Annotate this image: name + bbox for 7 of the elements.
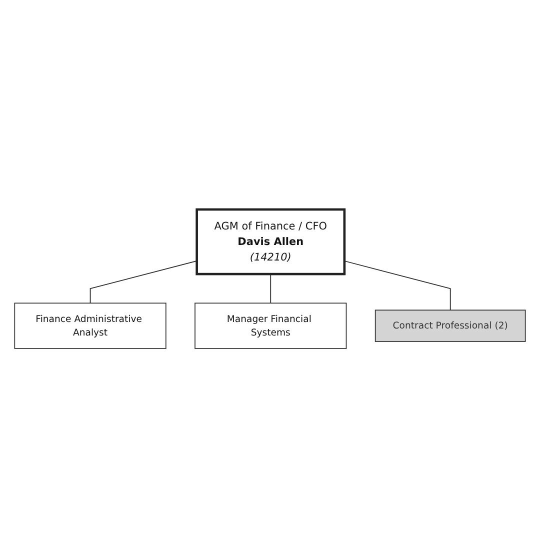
node-box: Contract Professional (2)	[374, 310, 526, 342]
connector	[344, 260, 451, 311]
connector	[270, 274, 272, 304]
node-box: Manager Financial Systems	[194, 302, 347, 349]
node-box: Finance Administrative Analyst	[14, 302, 166, 349]
connector	[90, 260, 198, 304]
node-box: AGM of Finance / CFO Davis Allen (14210)	[196, 208, 346, 276]
